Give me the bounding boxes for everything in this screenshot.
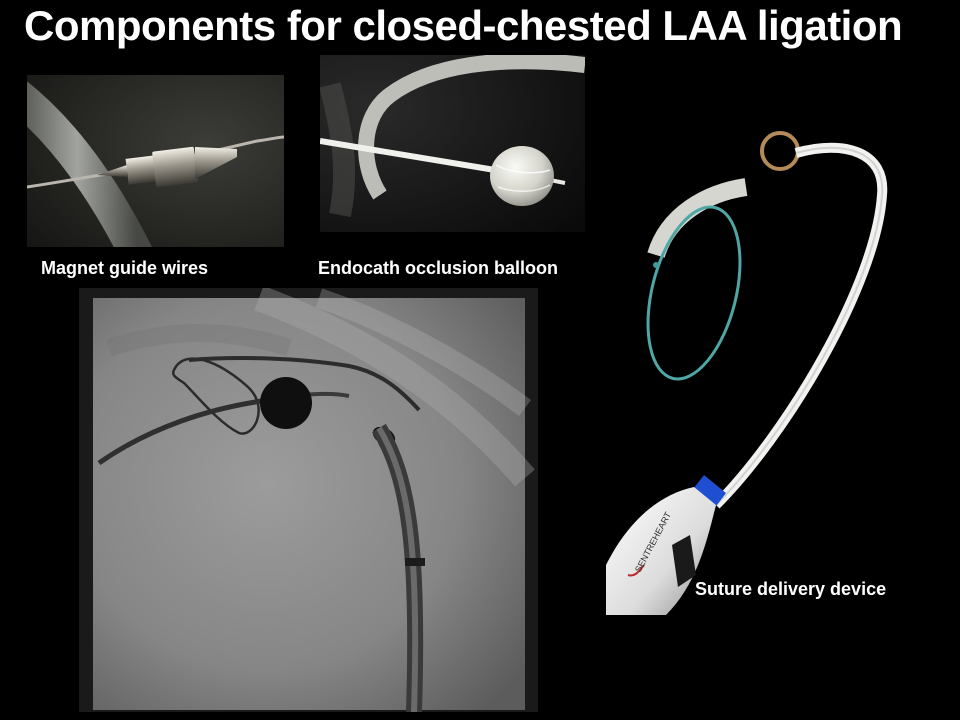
occlusion-balloon-photo [320,55,585,232]
suture-delivery-device-caption: Suture delivery device [695,579,887,599]
occlusion-balloon-caption: Endocath occlusion balloon [318,258,559,278]
magnet-guide-wires-photo [27,75,284,247]
magnet-guide-wires-caption: Magnet guide wires [41,258,209,278]
suture-delivery-device-photo: SENTREHEART [586,125,960,615]
slide-title: Components for closed-chested LAA ligati… [24,2,903,49]
fluoroscopy-image [79,288,538,712]
